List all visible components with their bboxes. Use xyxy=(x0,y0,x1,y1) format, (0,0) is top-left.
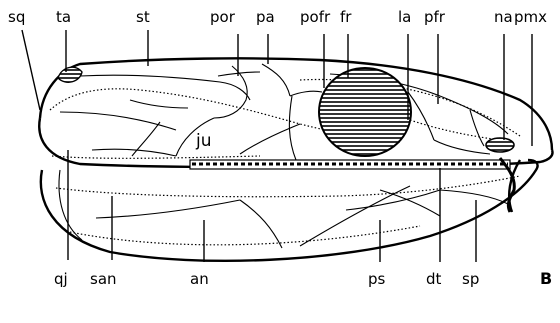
tabular-notch xyxy=(58,67,82,82)
label-pfr: pfr xyxy=(424,8,446,26)
tooth-row xyxy=(190,158,514,212)
nostril xyxy=(486,138,514,152)
label-sq: sq xyxy=(8,8,25,26)
panel-letter: B xyxy=(540,269,552,288)
label-fr: fr xyxy=(340,8,352,26)
label-san: san xyxy=(90,270,117,288)
label-pa: pa xyxy=(256,8,275,26)
label-la: la xyxy=(398,8,411,26)
label-por: por xyxy=(210,8,236,26)
label-na: na xyxy=(494,8,513,26)
orbit xyxy=(319,68,411,156)
label-pofr: pofr xyxy=(300,8,331,26)
label-st: st xyxy=(136,8,150,26)
label-sp: sp xyxy=(462,270,479,288)
label-an: an xyxy=(190,270,209,288)
label-ps: ps xyxy=(368,270,386,288)
label-qj: qj xyxy=(54,270,68,288)
label-pmx: pmx xyxy=(514,8,547,26)
lower-jaw-outline xyxy=(41,160,538,261)
label-ta: ta xyxy=(56,8,71,26)
label-dt: dt xyxy=(426,270,442,288)
label-ju: ju xyxy=(195,131,212,151)
skull-sutures xyxy=(60,64,508,160)
